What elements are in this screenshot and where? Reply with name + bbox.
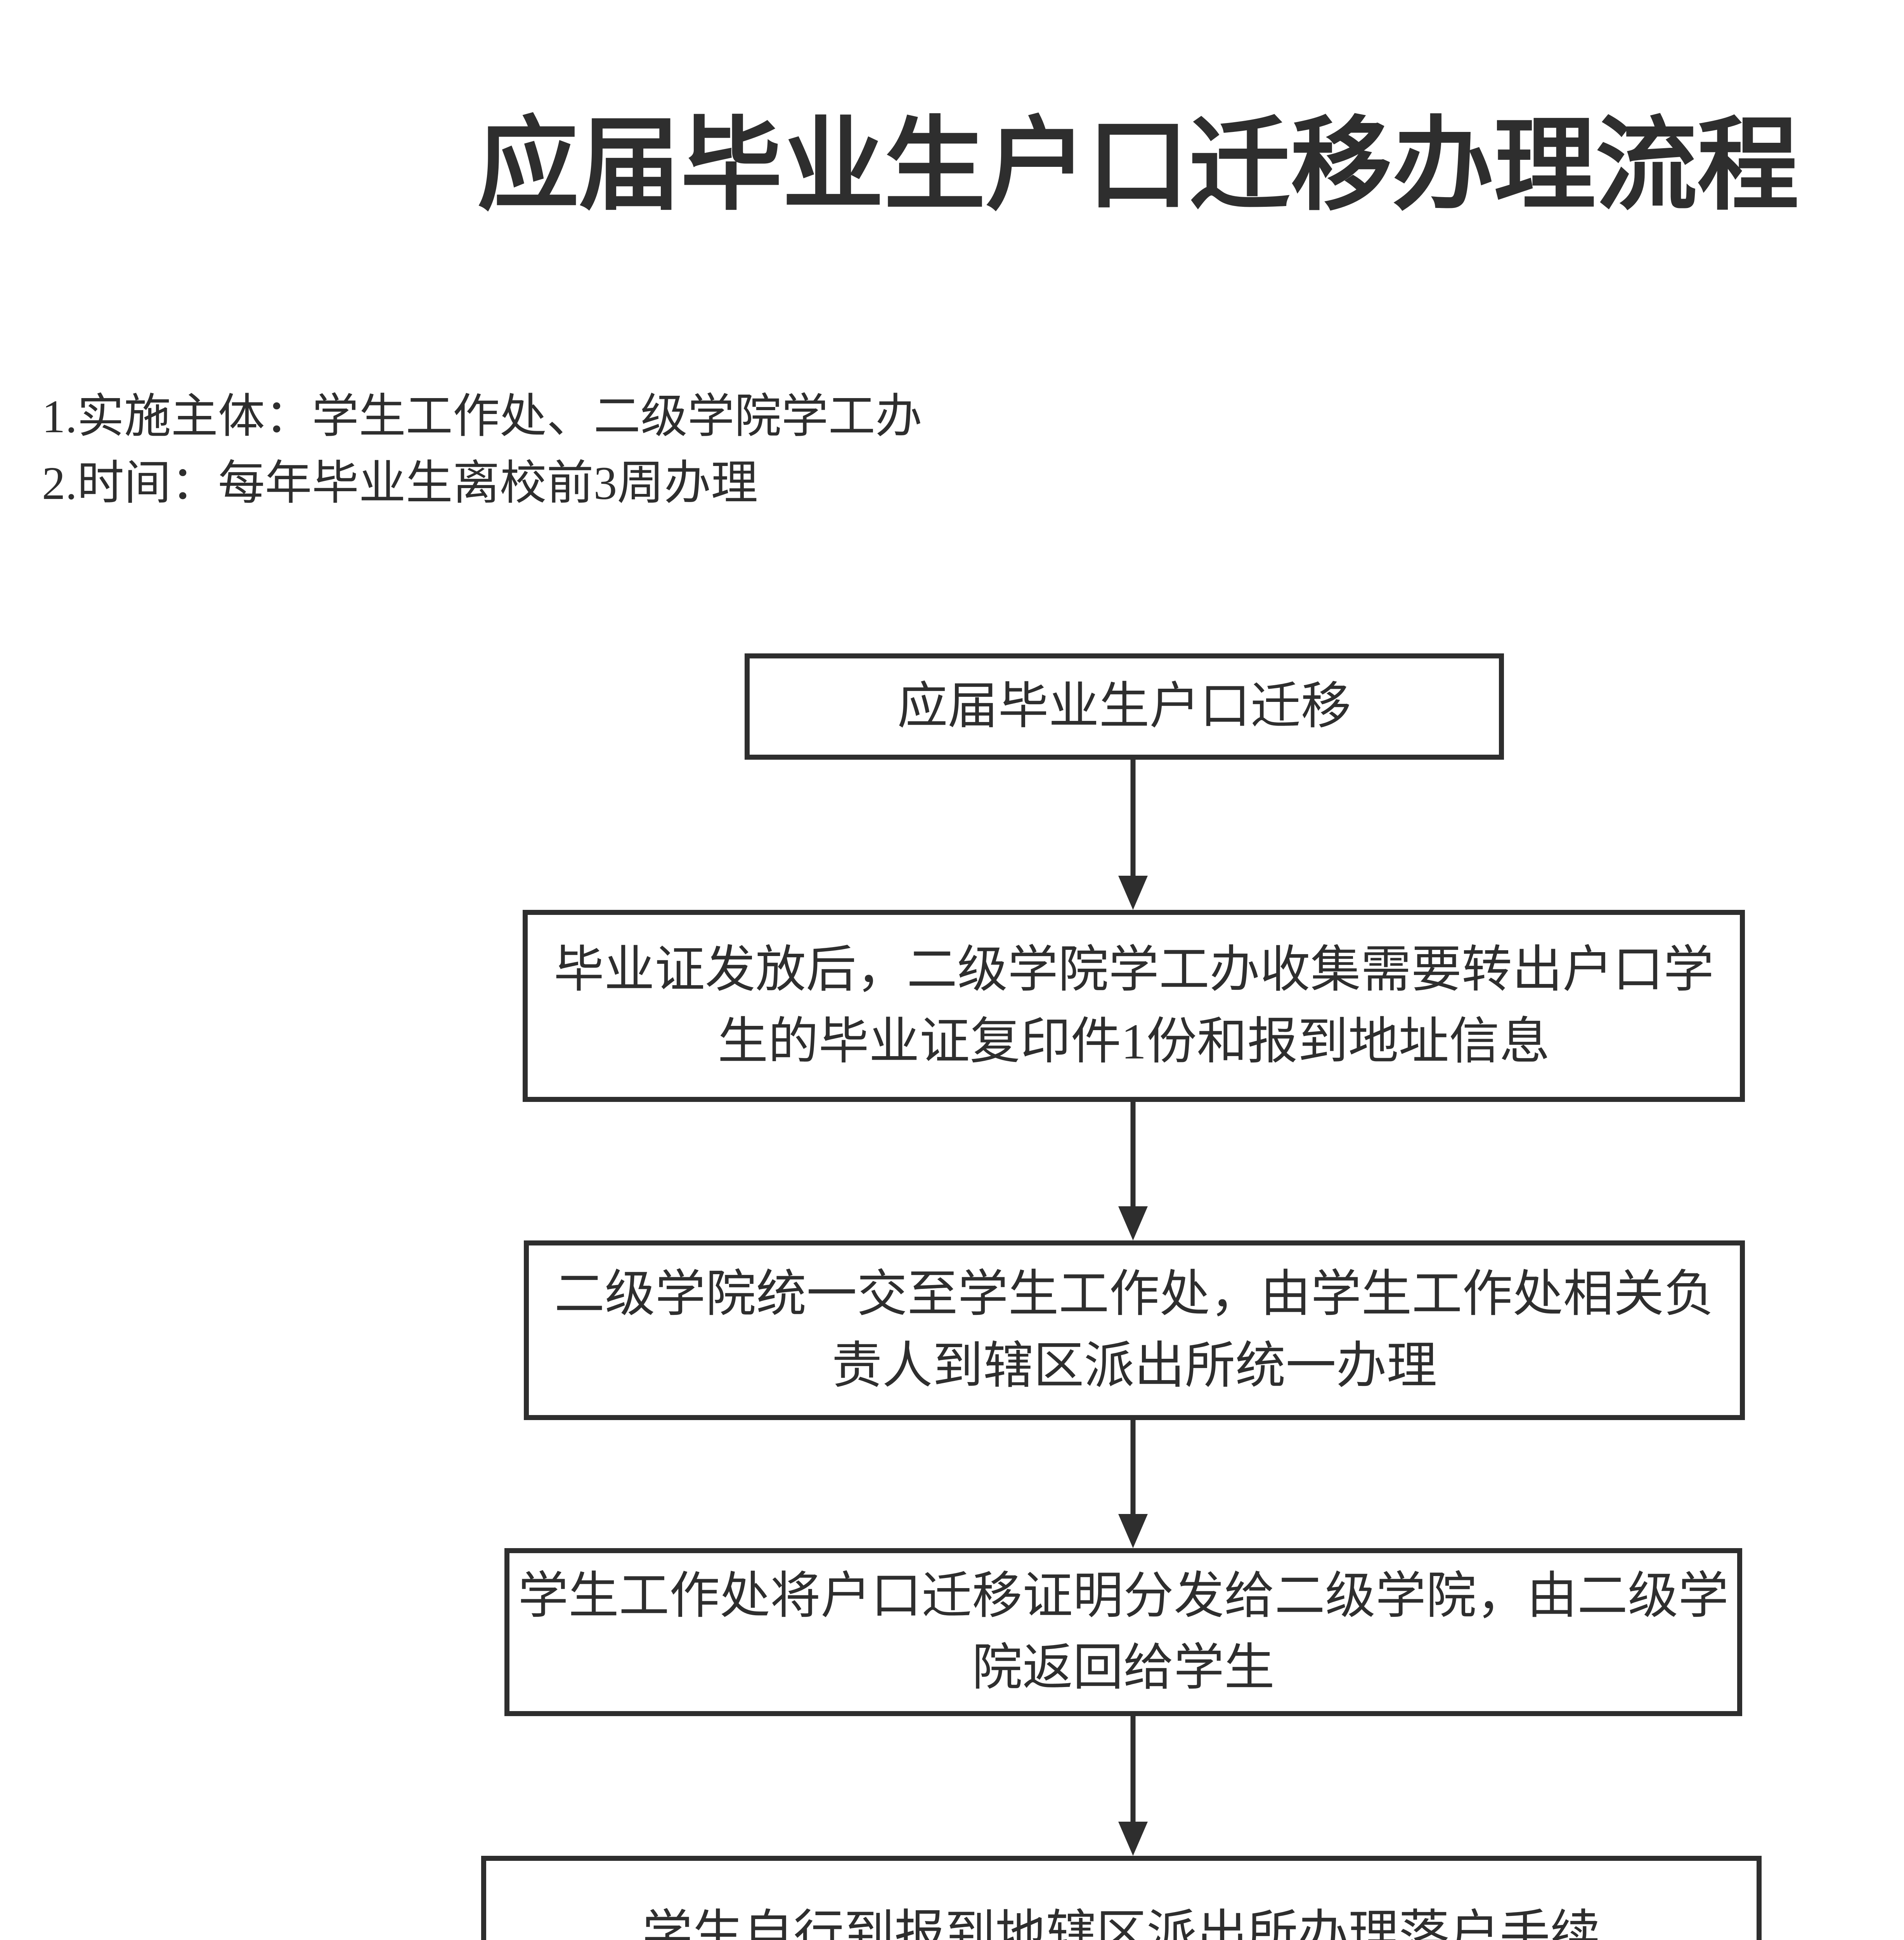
page-title: 应届毕业生户口迁移办理流程 bbox=[477, 110, 1799, 222]
notes-block: 1.实施主体：学生工作处、二级学院学工办 2.时间：每年毕业生离校前3周办理 bbox=[42, 383, 922, 517]
note-time: 2.时间：每年毕业生离校前3周办理 bbox=[42, 457, 758, 509]
flow-node-settle: 学生自行到报到地辖区派出所办理落户手续 bbox=[481, 1856, 1762, 1940]
flow-node-text: 学生自行到报到地辖区派出所办理落户手续 bbox=[642, 1906, 1601, 1940]
flow-node-text: 二级学院统一交至学生工作处，由学生工作处相关负责人到辖区派出所统一办理 bbox=[554, 1266, 1715, 1394]
flow-node-distribute: 学生工作处将户口迁移证明分发给二级学院，由二级学院返回给学生 bbox=[504, 1548, 1742, 1716]
note-implementing-body: 1.实施主体：学生工作处、二级学院学工办 bbox=[42, 391, 922, 443]
flow-connector-2 bbox=[1118, 1102, 1148, 1240]
arrow-stem bbox=[1130, 1420, 1136, 1516]
arrow-down-icon bbox=[1118, 876, 1148, 910]
flow-node-start: 应届毕业生户口迁移 bbox=[745, 653, 1504, 760]
flow-node-text: 学生工作处将户口迁移证明分发给二级学院，由二级学院返回给学生 bbox=[518, 1568, 1729, 1696]
arrow-stem bbox=[1130, 760, 1136, 877]
arrow-down-icon bbox=[1118, 1822, 1148, 1856]
flow-connector-1 bbox=[1118, 760, 1148, 910]
flow-node-text: 毕业证发放后，二级学院学工办收集需要转出户口学生的毕业证复印件1份和报到地址信息 bbox=[553, 942, 1714, 1070]
flow-connector-3 bbox=[1118, 1420, 1148, 1548]
flow-connector-4 bbox=[1118, 1716, 1148, 1856]
flow-node-collect: 毕业证发放后，二级学院学工办收集需要转出户口学生的毕业证复印件1份和报到地址信息 bbox=[523, 910, 1745, 1102]
arrow-stem bbox=[1130, 1102, 1136, 1208]
arrow-down-icon bbox=[1118, 1514, 1148, 1548]
arrow-stem bbox=[1130, 1716, 1136, 1823]
flow-node-text: 应届毕业生户口迁移 bbox=[897, 678, 1351, 734]
arrow-down-icon bbox=[1118, 1206, 1148, 1240]
flow-node-submit: 二级学院统一交至学生工作处，由学生工作处相关负责人到辖区派出所统一办理 bbox=[524, 1240, 1745, 1420]
